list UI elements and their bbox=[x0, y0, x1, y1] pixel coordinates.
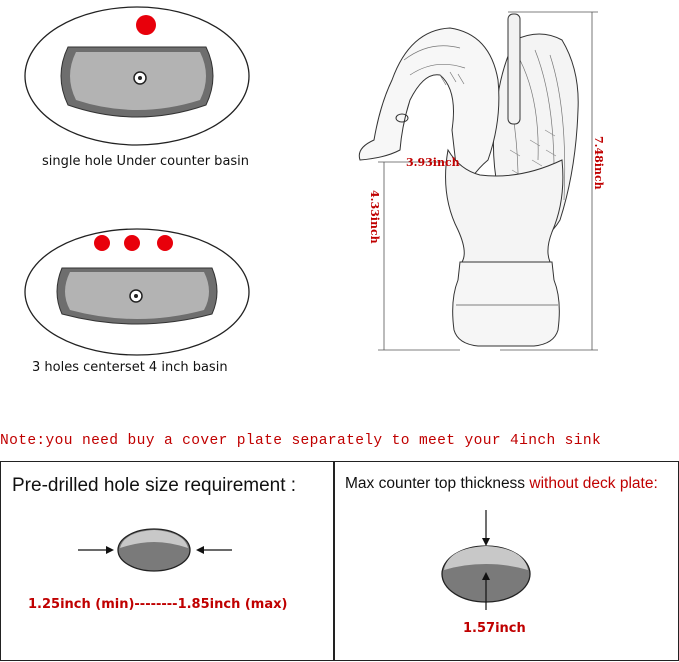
total-height-dimension: 7.48inch bbox=[592, 136, 605, 190]
cover-plate-note: Note:you need buy a cover plate separate… bbox=[0, 433, 602, 449]
tap-hole-icon bbox=[94, 235, 110, 251]
single-hole-basin-label: single hole Under counter basin bbox=[42, 154, 250, 169]
swan-faucet-drawing bbox=[358, 11, 598, 351]
arrow-left-icon bbox=[196, 546, 204, 554]
three-hole-basin-label: 3 holes centerset 4 inch basin bbox=[32, 360, 228, 375]
faucet-body bbox=[445, 148, 564, 263]
single-hole-basin-illustration bbox=[24, 6, 250, 146]
tap-hole-icon bbox=[124, 235, 140, 251]
hole-size-measurement: 1.25inch (min)--------1.85inch (max) bbox=[28, 597, 288, 612]
swan-eye bbox=[395, 113, 409, 123]
thickness-title: Max counter top thickness without deck p… bbox=[345, 475, 658, 492]
hole-size-title: Pre-drilled hole size requirement : bbox=[12, 475, 297, 496]
spout-reach-dimension: 3.93inch bbox=[406, 156, 460, 169]
spout-height-dimension: 4.33inch bbox=[368, 190, 381, 244]
faucet-base bbox=[452, 261, 560, 347]
arrow-up-icon bbox=[482, 572, 490, 580]
hole-size-diagram bbox=[78, 528, 232, 572]
handle-lever bbox=[507, 13, 521, 125]
arrow-right-icon bbox=[106, 546, 114, 554]
tap-hole-icon bbox=[157, 235, 173, 251]
tap-hole-icon bbox=[136, 15, 156, 35]
swan-neck bbox=[358, 27, 500, 201]
three-hole-basin-illustration bbox=[24, 228, 250, 356]
thickness-measurement: 1.57inch bbox=[463, 621, 526, 636]
thickness-diagram bbox=[441, 510, 531, 610]
hole-size-panel bbox=[0, 461, 334, 661]
arrow-down-icon bbox=[482, 538, 490, 546]
